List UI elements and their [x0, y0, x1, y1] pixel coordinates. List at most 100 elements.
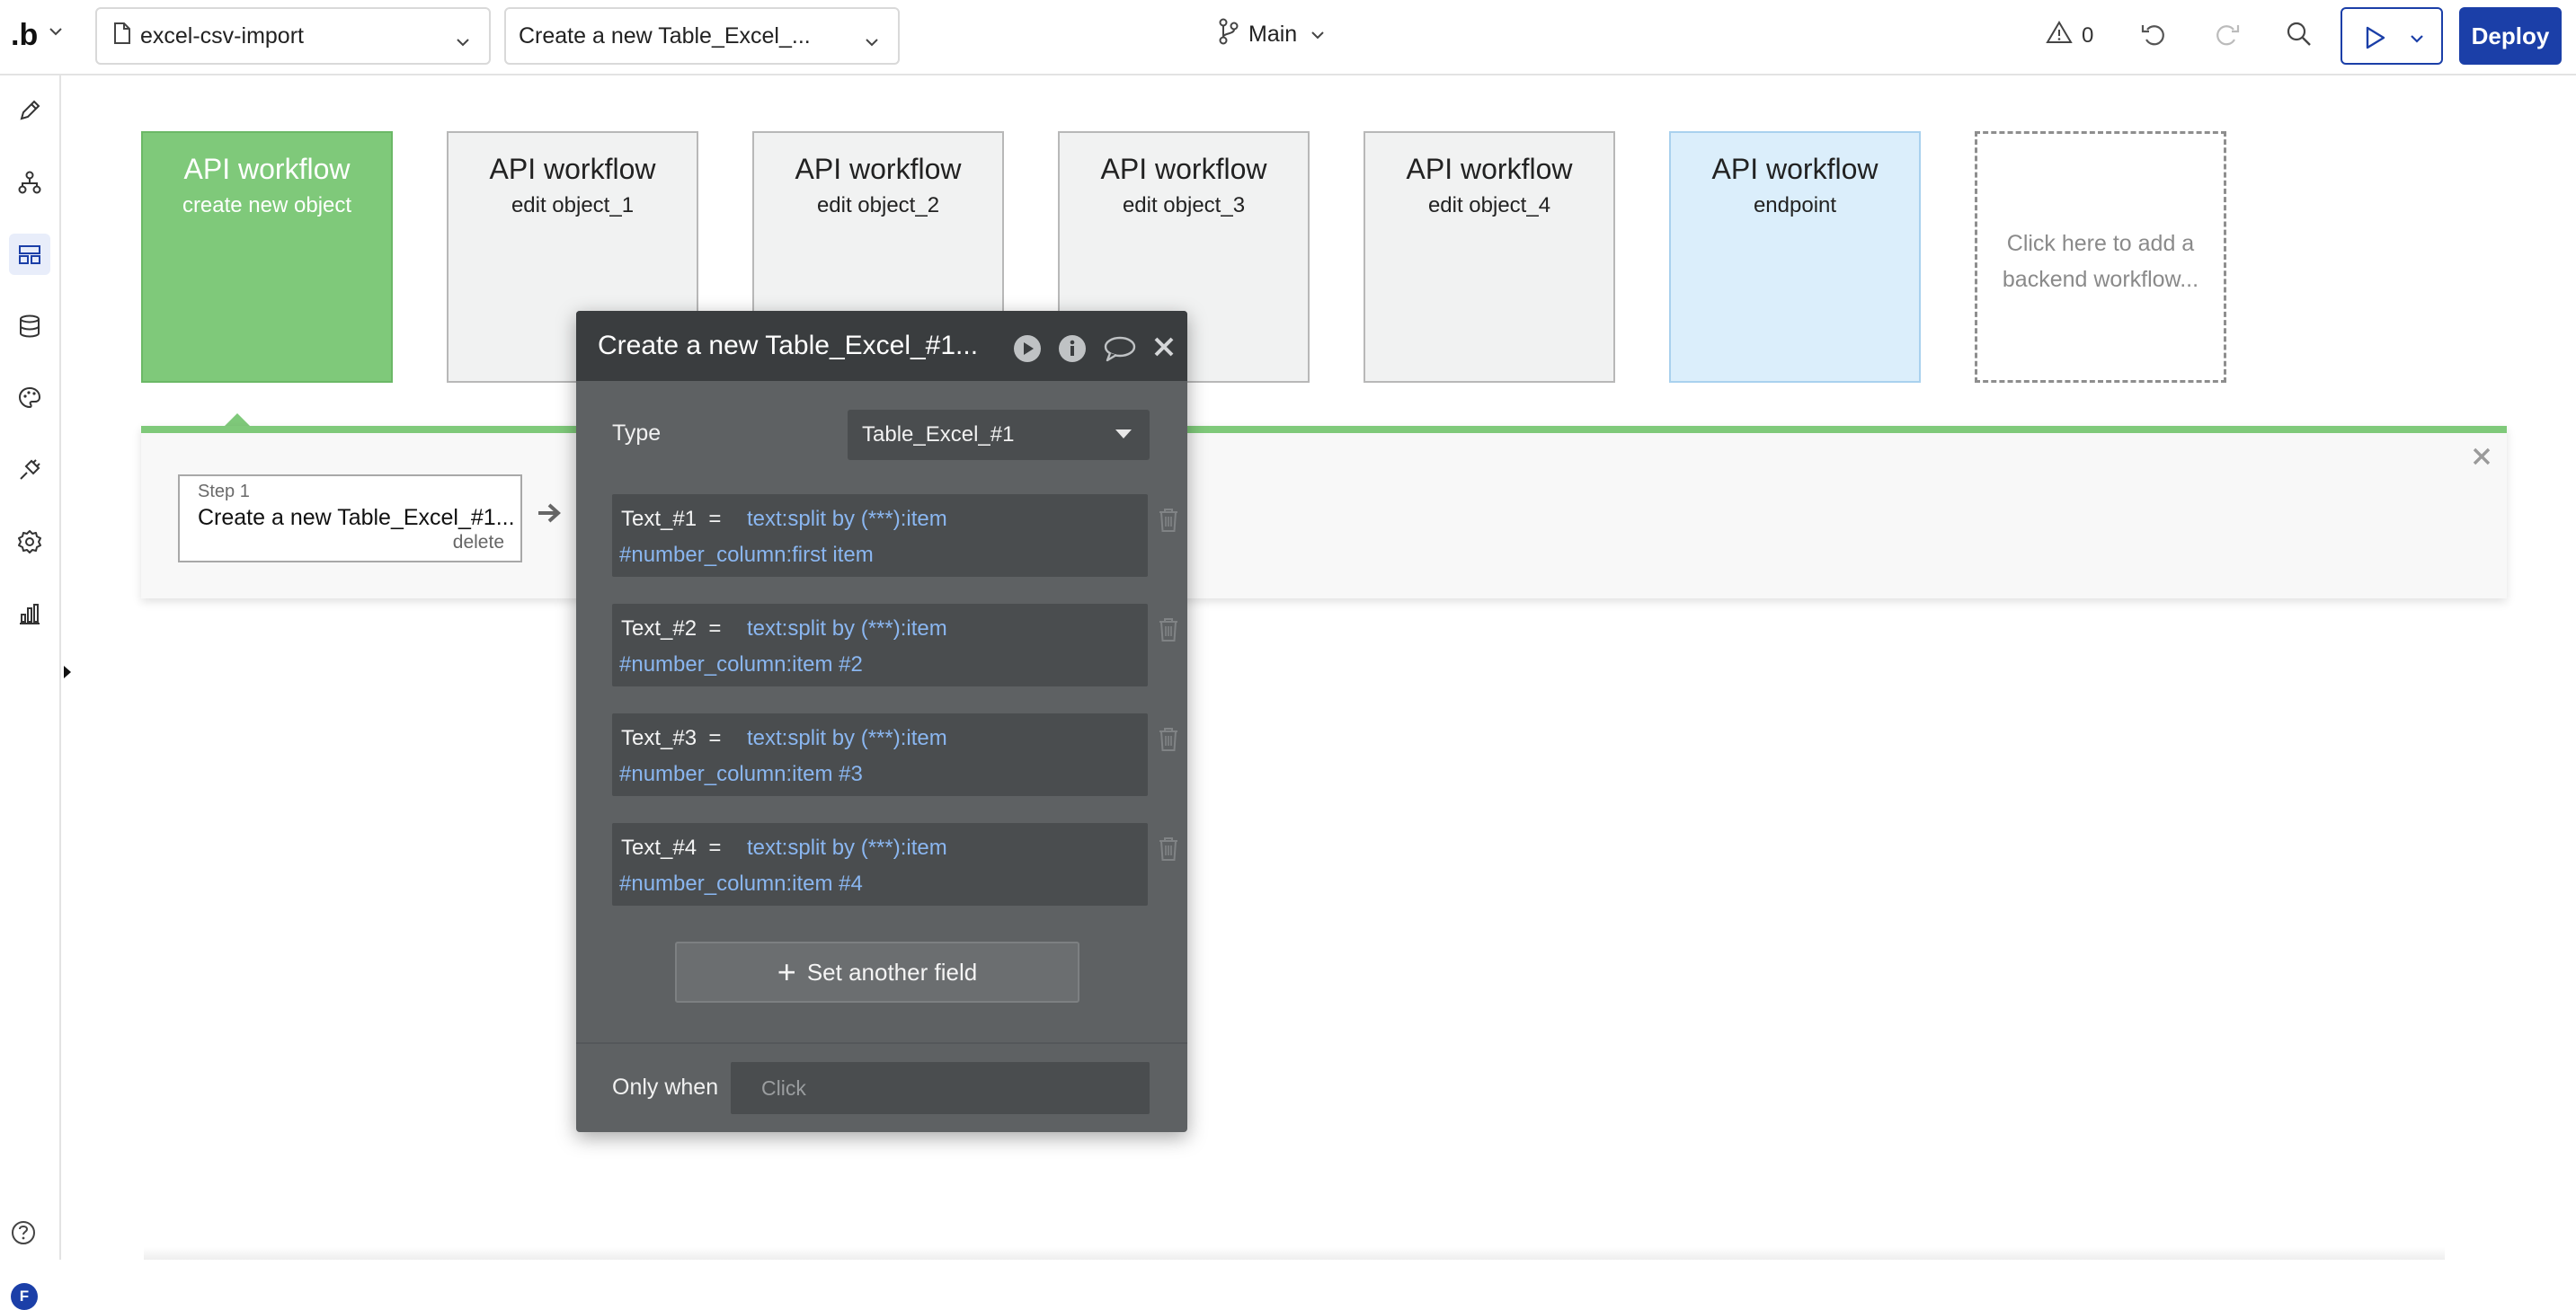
set-another-field-button[interactable]: + Set another field	[675, 942, 1079, 1003]
workflow-selector[interactable]: Create a new Table_Excel_...	[504, 7, 900, 65]
chevron-down-icon[interactable]	[49, 25, 63, 41]
chevron-down-icon	[455, 29, 471, 55]
play-icon	[2364, 25, 2387, 55]
field-expression[interactable]: text:split by (***):item	[747, 507, 947, 531]
warning-icon	[2046, 20, 2073, 51]
field-expression[interactable]: #number_column:item #2	[619, 652, 863, 677]
field-name: Text_#3 =	[621, 726, 722, 750]
workflow-type: API workflow	[795, 153, 962, 185]
canvas-bottom-edge	[144, 1247, 2445, 1260]
workflow-type: API workflow	[1711, 153, 1879, 185]
workflow-steps-panel: Step 1 Create a new Table_Excel_#1... de…	[141, 426, 2507, 598]
app-selector[interactable]: excel-csv-import	[95, 7, 491, 65]
step-box[interactable]: Step 1 Create a new Table_Excel_#1... de…	[178, 474, 522, 562]
caret-down-icon	[1115, 429, 1132, 438]
field-expression[interactable]: text:split by (***):item	[747, 836, 947, 860]
close-icon[interactable]	[1151, 334, 1177, 364]
workflow-name: edit object_3	[1122, 193, 1246, 217]
issue-count: 0	[2082, 22, 2094, 48]
step-number: Step 1	[198, 482, 250, 501]
workflow-name: edit object_2	[816, 193, 940, 217]
styles-icon[interactable]	[9, 377, 50, 419]
editor-header[interactable]: Create a new Table_Excel_#1...	[576, 311, 1187, 381]
settings-icon[interactable]	[9, 521, 50, 562]
close-icon[interactable]	[2471, 446, 2492, 472]
file-icon	[113, 22, 131, 51]
left-sidebar: F	[0, 75, 61, 1310]
type-dropdown[interactable]: Table_Excel_#1	[848, 410, 1150, 460]
workflow-type: API workflow	[1100, 153, 1267, 185]
chevron-down-icon	[864, 29, 880, 55]
top-bar: .b excel-csv-import Create a new Table_E…	[0, 0, 2576, 75]
field-assignment[interactable]: Text_#3 = text:split by (***):item #numb…	[612, 713, 1177, 796]
workflow-name: create new object	[182, 193, 352, 217]
bubble-logo[interactable]: .b	[11, 18, 39, 52]
field-name: Text_#1 =	[621, 507, 722, 531]
data-icon[interactable]	[9, 305, 50, 347]
help-icon[interactable]	[9, 1218, 38, 1252]
workflow-type: API workflow	[489, 153, 656, 185]
app-name: excel-csv-import	[140, 22, 304, 49]
workflow-type: API workflow	[1406, 153, 1573, 185]
field-name: Text_#2 =	[621, 616, 722, 641]
workflow-name: edit object_4	[1427, 193, 1551, 217]
field-assignment[interactable]: Text_#2 = text:split by (***):item #numb…	[612, 604, 1177, 686]
field-expression[interactable]: text:split by (***):item	[747, 616, 947, 641]
play-circle-icon[interactable]	[1013, 334, 1042, 367]
branch-name: Main	[1248, 22, 1298, 47]
caret-right-icon[interactable]	[61, 661, 74, 687]
workflow-icon[interactable]	[9, 162, 50, 203]
field-name: Text_#4 =	[621, 836, 722, 860]
backend-workflows-icon[interactable]	[9, 234, 50, 275]
only-when-placeholder: Click	[761, 1076, 806, 1100]
type-value: Table_Excel_#1	[862, 422, 1015, 447]
plus-icon: +	[777, 953, 796, 990]
branch-selector[interactable]: Main	[1218, 18, 1326, 51]
field-assignment[interactable]: Text_#4 = text:split by (***):item #numb…	[612, 823, 1177, 906]
branch-icon	[1218, 18, 1239, 51]
only-when-label: Only when	[612, 1075, 719, 1100]
info-icon[interactable]	[1058, 334, 1087, 367]
action-property-editor: Create a new Table_Excel_#1... Type Tabl…	[576, 311, 1187, 1132]
field-expression[interactable]: #number_column:item #3	[619, 762, 863, 786]
set-another-field-label: Set another field	[806, 958, 978, 986]
workflow-name: endpoint	[1753, 193, 1837, 217]
logs-icon[interactable]	[9, 593, 50, 634]
workflow-selector-label: Create a new Table_Excel_...	[519, 22, 811, 49]
chevron-down-icon	[1310, 22, 1326, 48]
type-label: Type	[612, 420, 662, 446]
avatar[interactable]: F	[11, 1283, 38, 1310]
chevron-down-icon[interactable]	[2409, 32, 2425, 49]
workflow-name: edit object_1	[511, 193, 635, 217]
trash-icon[interactable]	[1157, 507, 1180, 538]
editor-title: Create a new Table_Excel_#1...	[598, 331, 979, 360]
field-expression[interactable]: #number_column:first item	[619, 543, 874, 567]
trash-icon[interactable]	[1157, 726, 1180, 757]
workflow-type: API workflow	[183, 153, 351, 185]
undo-icon[interactable]	[2139, 20, 2168, 53]
field-expression[interactable]: text:split by (***):item	[747, 726, 947, 750]
field-expression[interactable]: #number_column:item #4	[619, 872, 863, 896]
design-icon[interactable]	[9, 90, 50, 131]
workflow-card[interactable]: API workflow endpoint	[1669, 131, 1921, 383]
delete-step-link[interactable]: delete	[452, 532, 504, 553]
add-workflow-hint: Click here to add a backend workflow...	[2002, 231, 2199, 292]
search-icon[interactable]	[2285, 20, 2314, 53]
issue-checker[interactable]: 0	[2046, 20, 2093, 51]
field-assignment[interactable]: Text_#1 = text:split by (***):item #numb…	[612, 494, 1177, 577]
add-workflow-card[interactable]: Click here to add a backend workflow...	[1975, 131, 2226, 383]
selected-card-pointer	[225, 413, 250, 426]
workflow-card[interactable]: API workflow create new object	[141, 131, 393, 383]
trash-icon[interactable]	[1157, 836, 1180, 867]
only-when-input[interactable]: Click	[731, 1062, 1150, 1114]
deploy-button[interactable]: Deploy	[2459, 7, 2562, 65]
trash-icon[interactable]	[1157, 616, 1180, 648]
divider	[576, 1042, 1187, 1044]
redo-icon[interactable]	[2213, 20, 2242, 53]
plugins-icon[interactable]	[9, 449, 50, 491]
preview-button[interactable]	[2341, 7, 2443, 65]
comment-icon[interactable]	[1103, 334, 1137, 367]
step-name: Create a new Table_Excel_#1...	[198, 505, 515, 530]
workflow-card[interactable]: API workflow edit object_4	[1364, 131, 1615, 383]
arrow-right-icon[interactable]	[537, 501, 564, 529]
